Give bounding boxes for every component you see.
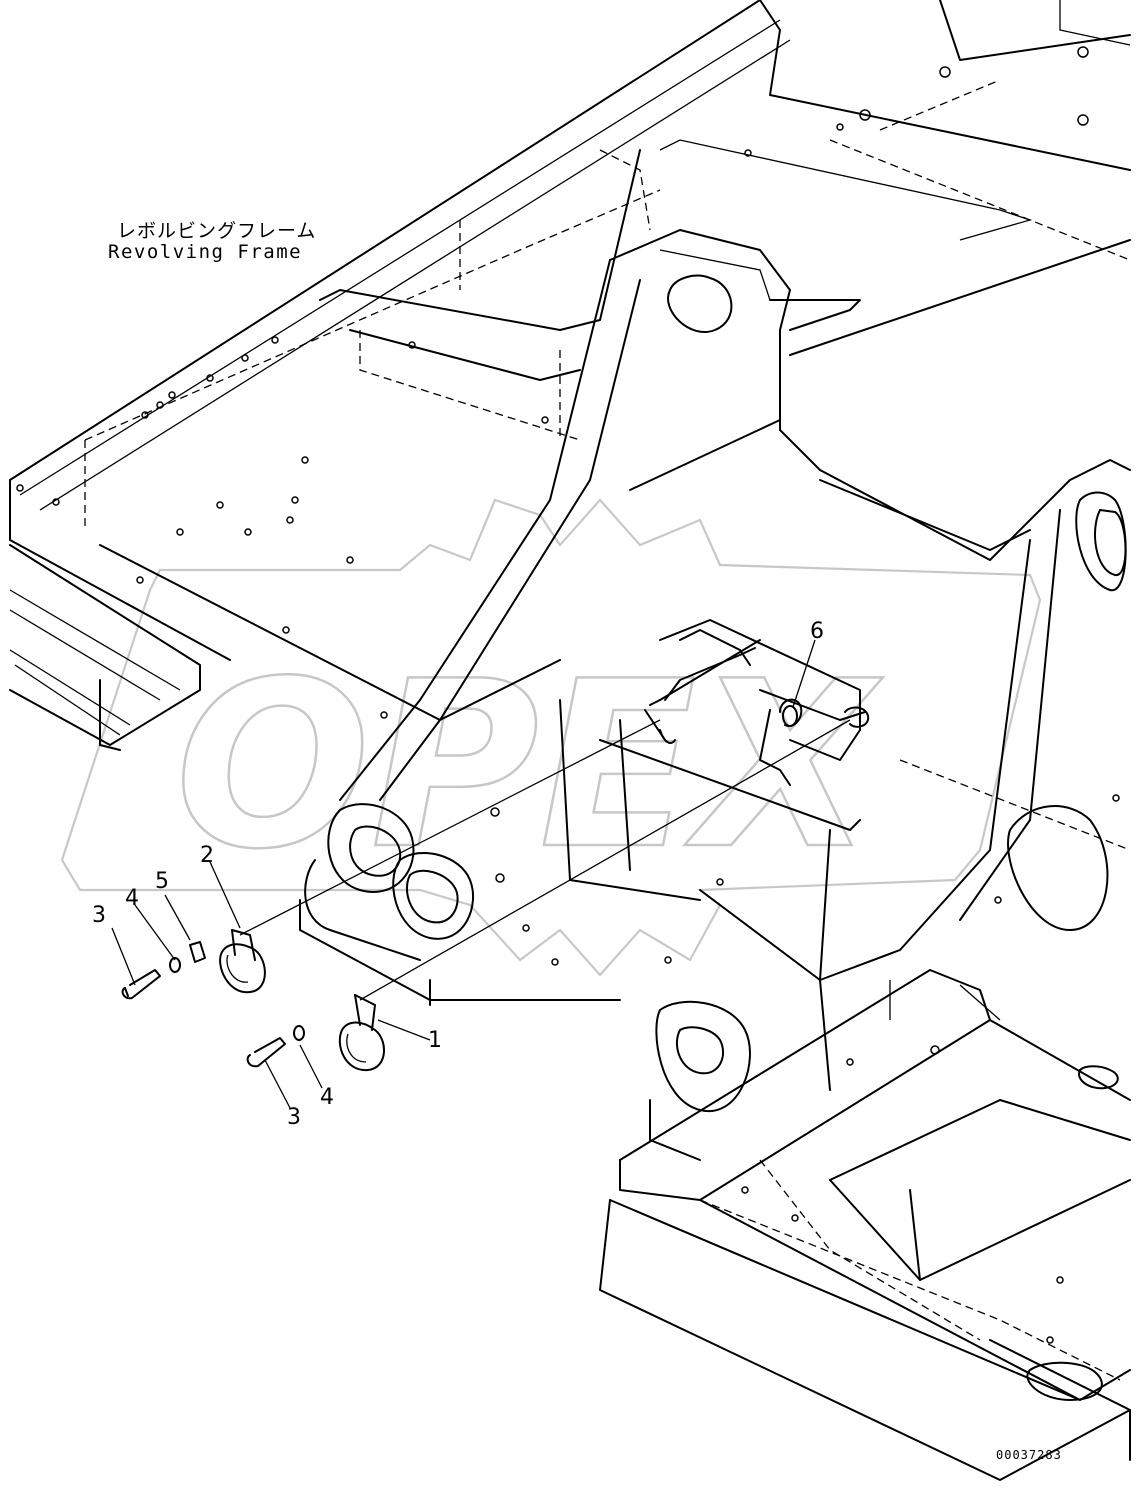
- frame-title-japanese: レボルビングフレーム: [117, 220, 317, 242]
- bolt-holes: [16, 46, 1120, 1344]
- watermark-text: OPEX: [175, 633, 883, 900]
- callout-4-lower: 4: [320, 1085, 334, 1110]
- callout-6: 6: [810, 619, 824, 644]
- watermark-gear: [60, 498, 1042, 977]
- frame-deck: [9, 0, 1131, 721]
- callout-5: 5: [155, 869, 169, 894]
- pin-bosses: [299, 803, 751, 1161]
- leader-lines: [111, 639, 851, 1109]
- exploded-parts: [121, 705, 798, 1072]
- left-step: [9, 544, 201, 751]
- callout-2: 2: [200, 843, 214, 868]
- callout-3-lower: 3: [287, 1105, 301, 1130]
- counterweight-frame: [599, 759, 1131, 1481]
- callout-3-upper: 3: [92, 903, 106, 928]
- frame-title-english: Revolving Frame: [108, 241, 303, 263]
- figure-number: 00037283: [996, 1448, 1062, 1462]
- callout-1: 1: [428, 1028, 442, 1053]
- callout-4-upper: 4: [125, 886, 139, 911]
- boom-bracket: [339, 229, 1131, 1091]
